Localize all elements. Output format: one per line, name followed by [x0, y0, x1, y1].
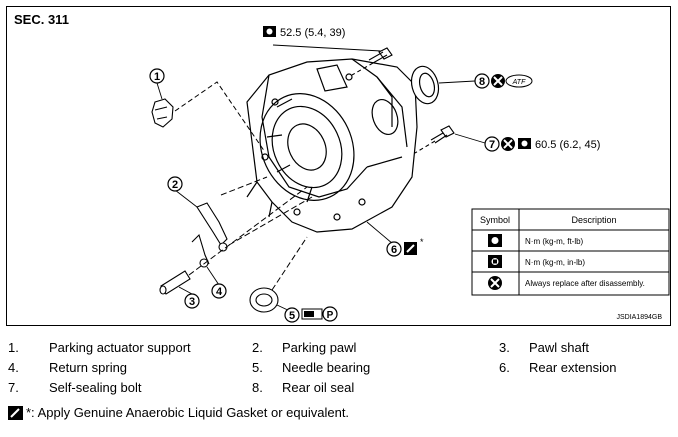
legend-name: Return spring [49, 360, 128, 375]
torque-wrench-icon [518, 138, 531, 149]
note-text: *: Apply Genuine Anaerobic Liquid Gasket… [26, 405, 350, 420]
rear-extension-housing [246, 58, 418, 233]
shaft-guide-line [188, 186, 308, 276]
callout-number: 5 [289, 310, 295, 322]
grease-icon [301, 308, 323, 320]
callout-number: 4 [216, 286, 223, 298]
return-spring [191, 233, 210, 268]
pawl-shaft [159, 270, 191, 295]
torque-wrench-icon [488, 234, 502, 247]
callout-7: 7 [484, 136, 500, 152]
legend-name: Parking actuator support [49, 340, 191, 355]
needle-bearing [249, 287, 279, 313]
callout-number: 3 [189, 296, 195, 308]
legend-num: 4. [8, 360, 19, 375]
callout-number: 8 [479, 76, 485, 88]
bearing-guide-line [271, 236, 308, 291]
table-row-description: Always replace after disassembly. [525, 279, 645, 288]
legend-row: 7. Self-sealing bolt 8. Rear oil seal [8, 380, 668, 400]
table-row-description: N·m (kg-m, in-lb) [525, 258, 585, 267]
callout-number: 2 [172, 179, 178, 191]
parking-pawl [196, 202, 228, 252]
legend-name: Parking pawl [282, 340, 357, 355]
torque-side-value: 60.5 (6.2, 45) [535, 139, 600, 151]
callout-4: 4 [211, 283, 227, 299]
section-label: SEC. 311 [14, 12, 69, 27]
exploded-view-figure: SEC. 311 [6, 6, 671, 326]
legend-name: Rear oil seal [282, 380, 355, 395]
parts-legend: 1. Parking actuator support 2. Parking p… [8, 340, 668, 400]
callout-number: 6 [391, 244, 397, 256]
replace-x-icon [488, 276, 502, 290]
table-header-symbol: Symbol [480, 215, 510, 225]
legend-num: 8. [252, 380, 263, 395]
legend-row: 1. Parking actuator support 2. Parking p… [8, 340, 668, 360]
callout-number: 7 [489, 139, 495, 151]
bolt-side [414, 125, 455, 154]
torque-top-value: 52.5 (5.4, 39) [280, 27, 345, 39]
pawl-guide-line-2 [220, 176, 268, 196]
svg-text:*: * [420, 237, 424, 247]
torque-wrench-inlb-icon [488, 255, 502, 268]
parking-mark: P [327, 310, 334, 321]
liquid-gasket-icon [8, 406, 23, 420]
torque-wrench-icon [263, 26, 276, 37]
rear-oil-seal [410, 65, 440, 105]
atf-label: ATF [512, 79, 526, 86]
legend-num: 3. [499, 340, 510, 355]
leader-lines [156, 44, 486, 313]
legend-num: 1. [8, 340, 19, 355]
exploded-diagram: 1 2 3 4 5 6 7 8 [149, 26, 670, 323]
symbol-table: Symbol Description N·m (kg-m, ft-lb) N·m… [471, 208, 670, 296]
callout-3: 3 [184, 293, 200, 309]
legend-name: Needle bearing [282, 360, 371, 375]
gasket-note: *: Apply Genuine Anaerobic Liquid Gasket… [8, 405, 349, 421]
table-header-description: Description [571, 215, 616, 225]
liquid-gasket-icon [404, 242, 417, 255]
legend-name: Self-sealing bolt [49, 380, 142, 395]
callout-2: 2 [167, 176, 183, 192]
parking-actuator-support [151, 98, 174, 128]
legend-row: 4. Return spring 5. Needle bearing 6. Re… [8, 360, 668, 380]
pawl-guide-line [228, 196, 313, 246]
table-row-description: N·m (kg-m, ft-lb) [525, 237, 584, 246]
bolt-top [351, 47, 393, 76]
legend-num: 2. [252, 340, 263, 355]
support-guide-line [174, 81, 266, 153]
callout-5: 5 [284, 307, 300, 323]
atf-icon: ATF [505, 74, 533, 88]
parking-p-icon: P [322, 306, 338, 322]
callout-8: 8 [474, 73, 490, 89]
callout-6: 6 [386, 241, 402, 257]
legend-num: 5. [252, 360, 263, 375]
legend-num: 7. [8, 380, 19, 395]
replace-x-icon [501, 137, 515, 151]
legend-name: Pawl shaft [529, 340, 589, 355]
callout-1: 1 [149, 68, 165, 84]
callout-number: 1 [154, 71, 160, 83]
replace-x-icon [491, 74, 505, 88]
legend-num: 6. [499, 360, 510, 375]
image-code: JSDIA1894GB [616, 314, 662, 321]
legend-name: Rear extension [529, 360, 617, 375]
